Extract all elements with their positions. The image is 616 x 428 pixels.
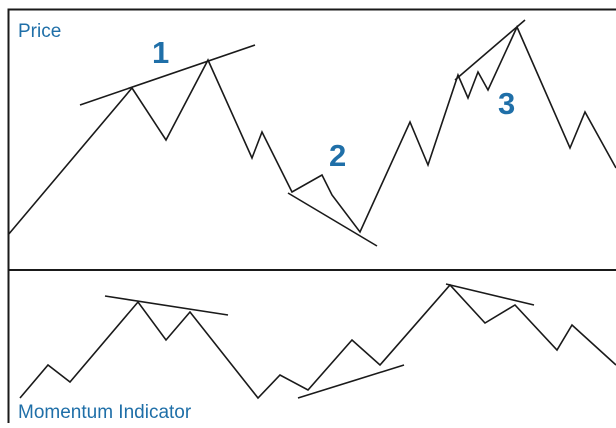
momentum-panel-label: Momentum Indicator <box>18 402 192 423</box>
price-trendline-2 <box>288 193 377 246</box>
price-line <box>8 27 616 235</box>
momentum-trendline-1 <box>105 296 228 315</box>
momentum-trendline-2 <box>298 365 404 398</box>
marker-1: 1 <box>152 35 169 70</box>
price-trendline-3 <box>455 20 525 80</box>
outer-frame <box>9 10 616 424</box>
marker-3: 3 <box>498 86 515 121</box>
momentum-line <box>20 285 616 398</box>
price-panel-label: Price <box>18 21 61 42</box>
marker-2: 2 <box>329 138 346 173</box>
